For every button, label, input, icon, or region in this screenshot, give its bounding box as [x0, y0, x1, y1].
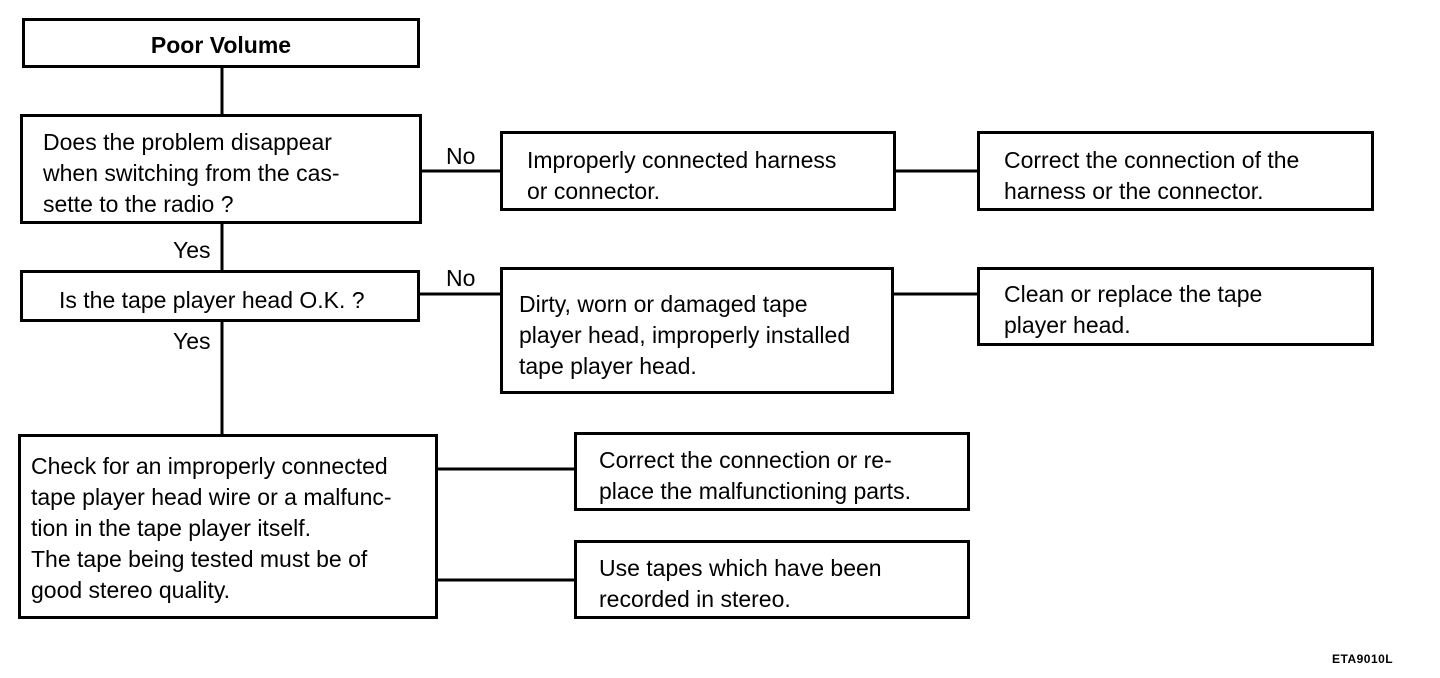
action-box-correct-connection: Correct the connection or re- place the …	[574, 432, 970, 511]
figure-code: ETA9010L	[1332, 652, 1394, 666]
yes-label-2: Yes	[173, 328, 211, 354]
start-box: Poor Volume	[22, 18, 420, 68]
action-box-correct-harness: Correct the connection of the harness or…	[977, 131, 1374, 211]
question-box-cassette-vs-radio: Does the problem disappear when switchin…	[20, 114, 422, 224]
no-label-2: No	[446, 265, 476, 291]
check-box-tape-player: Check for an improperly connected tape p…	[18, 434, 438, 619]
no-label-1: No	[446, 143, 476, 169]
yes-label-1: Yes	[173, 237, 211, 263]
question-box-tape-head: Is the tape player head O.K. ?	[20, 270, 420, 322]
action-box-clean-tape-head: Clean or replace the tape player head.	[977, 267, 1374, 346]
cause-box-harness: Improperly connected harness or connecto…	[500, 131, 896, 211]
cause-box-tape-head: Dirty, worn or damaged tape player head,…	[500, 267, 894, 394]
action-box-use-stereo-tapes: Use tapes which have been recorded in st…	[574, 540, 970, 619]
